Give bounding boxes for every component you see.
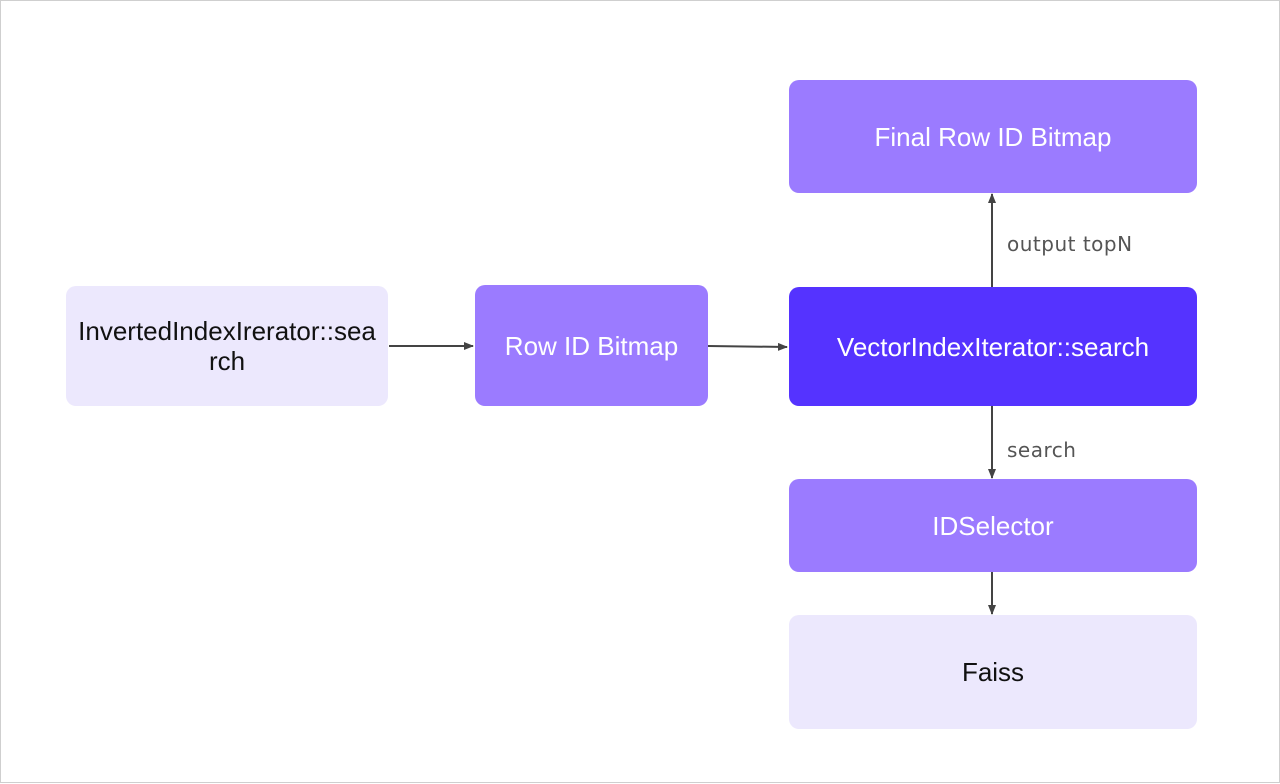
node-final-row-id-bitmap: Final Row ID Bitmap [789, 80, 1197, 193]
edge-label-output-topn: output topN [1007, 232, 1133, 256]
node-row-id-bitmap-label: Row ID Bitmap [504, 330, 679, 361]
node-vector-index-search: VectorIndexIterator::search [789, 287, 1197, 406]
edge-label-search: search [1007, 438, 1077, 462]
node-id-selector-label: IDSelector [932, 510, 1054, 541]
node-final-row-id-bitmap-label: Final Row ID Bitmap [874, 121, 1112, 152]
node-faiss-label: Faiss [961, 657, 1025, 687]
node-row-id-bitmap: Row ID Bitmap [475, 285, 708, 406]
node-id-selector: IDSelector [789, 479, 1197, 572]
edge-bitmap-to-vector [707, 342, 788, 351]
node-inverted-index-search: InvertedIndexIrerator::search [66, 286, 388, 406]
node-vector-index-search-label: VectorIndexIterator::search [836, 331, 1150, 362]
node-inverted-index-search-label: InvertedIndexIrerator::search [78, 316, 376, 376]
node-faiss: Faiss [789, 615, 1197, 729]
